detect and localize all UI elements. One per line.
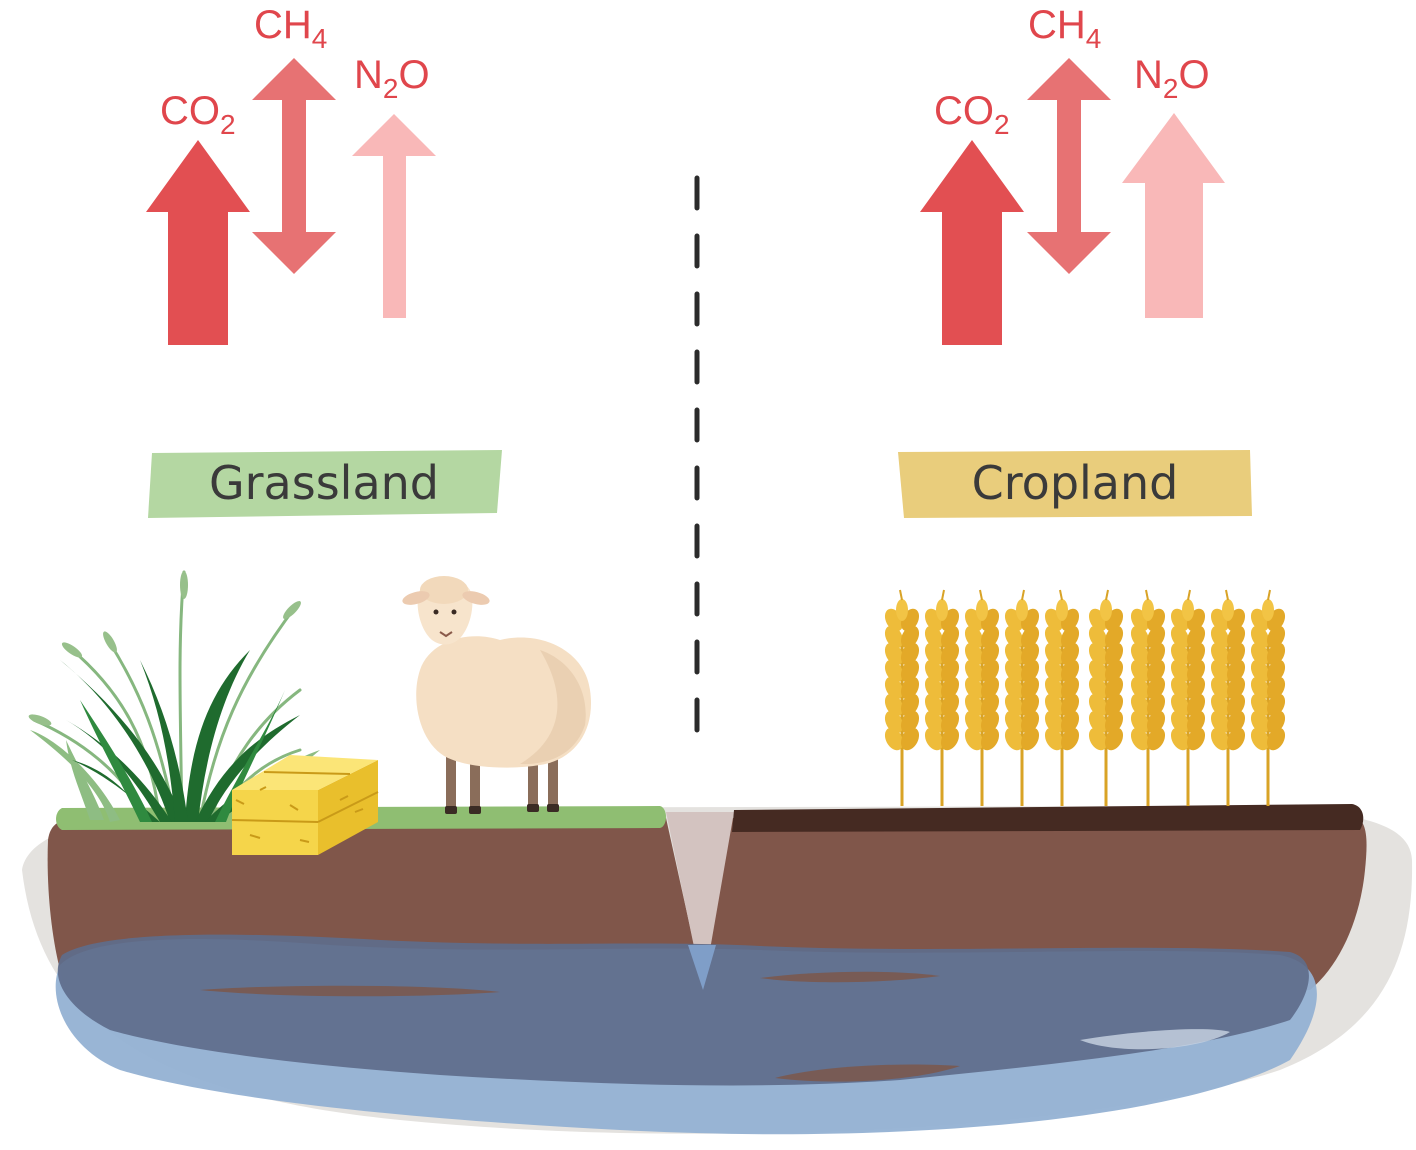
- right-ch4-label: CH4: [1028, 3, 1101, 54]
- wheat-icon: [1130, 589, 1166, 806]
- left-n2o-arrow: [352, 114, 436, 318]
- right-n2o-arrow: [1122, 113, 1225, 318]
- left-co2-label: CO2: [160, 89, 236, 140]
- right-co2-arrow: [920, 140, 1024, 345]
- cropland-soil: [702, 816, 1367, 990]
- grassland-banner: Grassland: [148, 450, 502, 518]
- soil-crack: [666, 812, 734, 990]
- groundwater: [55, 934, 1317, 1135]
- right-gas-arrows: [920, 58, 1225, 345]
- cropland-banner: Cropland: [898, 450, 1252, 518]
- cropland-topsoil: [732, 804, 1364, 832]
- wheat-icon: [1088, 589, 1124, 806]
- wheat-icon: [1250, 589, 1286, 806]
- grassland-label: Grassland: [209, 456, 439, 510]
- right-co2-label: CO2: [934, 89, 1010, 140]
- right-ch4-arrow: [1027, 58, 1111, 274]
- wheat-icon: [964, 589, 1000, 806]
- sheep-icon: [402, 576, 592, 814]
- hay-bale-icon: [231, 755, 379, 855]
- left-gas-labels: CO2 CH4 N2O: [160, 3, 430, 140]
- cropland-label: Cropland: [972, 456, 1179, 510]
- left-gas-arrows: [146, 58, 436, 345]
- wheat-icon: [1210, 589, 1246, 806]
- left-ch4-arrow: [252, 58, 336, 274]
- left-ch4-label: CH4: [254, 3, 327, 54]
- wheat-icon: [1004, 589, 1040, 806]
- right-n2o-label: N2O: [1134, 53, 1210, 104]
- crack-infiltration: [688, 945, 716, 990]
- wheat-icon: [1170, 589, 1206, 806]
- left-co2-arrow: [146, 140, 250, 345]
- wheat-icon: [1044, 589, 1080, 806]
- right-gas-labels: CO2 CH4 N2O: [934, 3, 1210, 140]
- left-n2o-label: N2O: [354, 53, 430, 104]
- wheat-field: [884, 589, 1286, 806]
- wheat-icon: [924, 589, 960, 806]
- wheat-icon: [884, 589, 920, 806]
